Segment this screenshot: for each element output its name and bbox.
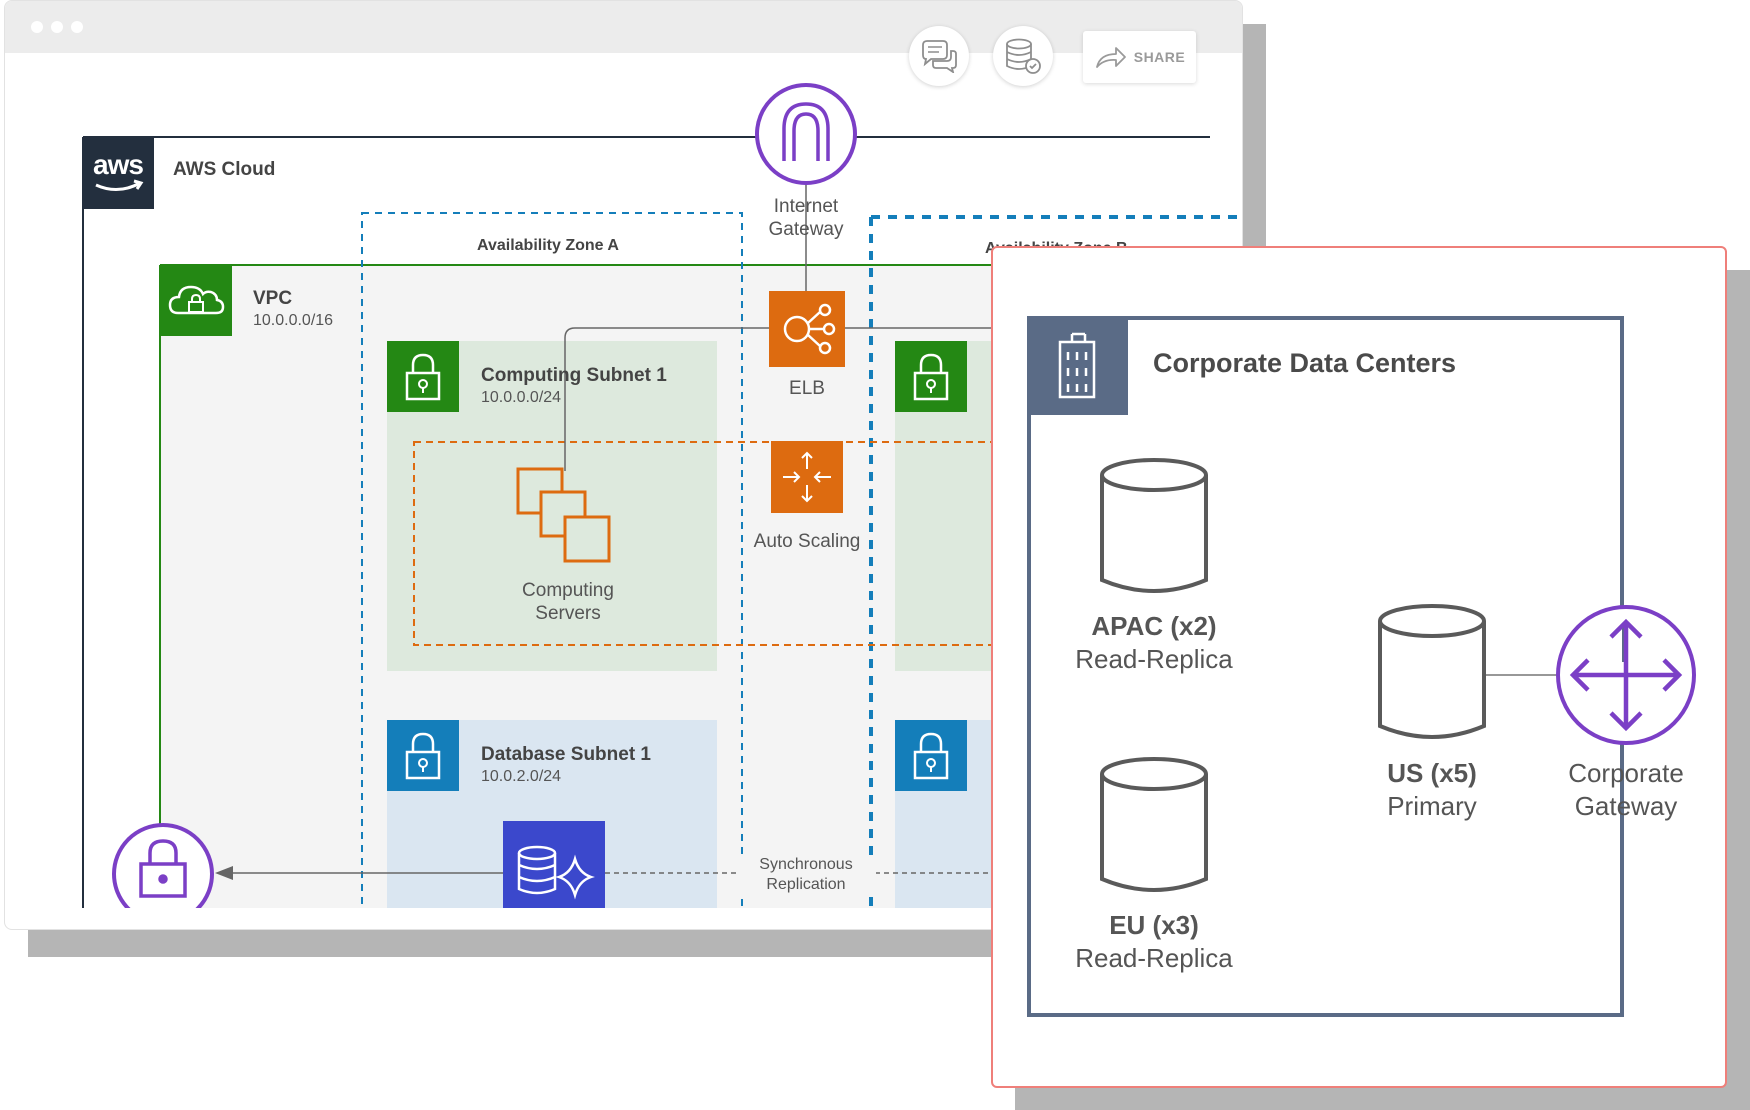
subnet-lock-icon: [913, 353, 949, 401]
subnet-lock-icon: [405, 353, 441, 401]
vpc-cidr: 10.0.0.0/16: [253, 312, 334, 329]
apac-role: Read-Replica: [1075, 644, 1233, 674]
vpc-label: VPC: [253, 288, 293, 309]
building-icon: [1058, 332, 1096, 399]
share-label: SHARE: [1133, 49, 1186, 65]
dc-diagram-svg: [1100, 458, 1696, 892]
internet-gateway-line1: Internet: [773, 196, 839, 217]
subnet-lock-icon: [913, 732, 949, 780]
us-label: US (x5) Primary: [1332, 757, 1532, 823]
computing-servers-label: Computing Servers: [488, 579, 648, 625]
us-name: US (x5): [1387, 758, 1477, 788]
aws-logo: aws: [82, 137, 154, 209]
internet-gateway-label: Internet Gateway: [736, 195, 876, 241]
eu-role: Read-Replica: [1075, 943, 1233, 973]
share-arrow-icon: [1095, 47, 1126, 68]
replication-line2: Replication: [766, 876, 846, 893]
aws-cloud-label: AWS Cloud: [173, 159, 276, 180]
comments-button[interactable]: [909, 26, 969, 86]
subnet-lock-icon: [405, 732, 441, 780]
data-sync-button[interactable]: [993, 26, 1053, 86]
aws-logo-text: aws: [93, 149, 144, 180]
eu-name: EU (x3): [1109, 910, 1199, 940]
corporate-gateway-line2: Gateway: [1574, 791, 1678, 821]
window-dot[interactable]: [71, 21, 83, 33]
computing-servers-line2: Servers: [535, 603, 601, 624]
apac-label: APAC (x2) Read-Replica: [1054, 610, 1254, 676]
elb-label: ELB: [789, 378, 825, 399]
chat-bubbles-icon: [922, 40, 957, 73]
vpc-cloud-icon: [168, 285, 225, 315]
apac-name: APAC (x2): [1091, 611, 1217, 641]
computing-servers-line1: Computing: [522, 580, 614, 601]
database-check-icon: [1006, 38, 1041, 74]
window-dot[interactable]: [31, 21, 43, 33]
dc-title: Corporate Data Centers: [1153, 348, 1457, 378]
computing-subnet-1-label: Computing Subnet 1: [481, 365, 667, 386]
replication-line1: Synchronous: [759, 856, 853, 873]
internet-gateway-line2: Gateway: [768, 219, 844, 240]
eu-label: EU (x3) Read-Replica: [1054, 909, 1254, 975]
corporate-gateway-line1: Corporate: [1568, 758, 1684, 788]
replication-label: Synchronous Replication: [736, 855, 876, 895]
database-subnet-1-cidr: 10.0.2.0/24: [481, 768, 562, 785]
computing-subnet-1-cidr: 10.0.0.0/24: [481, 389, 562, 406]
aws-smile-icon: [95, 179, 144, 191]
corporate-gateway-label: Corporate Gateway: [1526, 757, 1726, 823]
auto-scaling-label: Auto Scaling: [753, 531, 861, 552]
zone-a-label: Availability Zone A: [477, 237, 619, 254]
database-subnet-1-label: Database Subnet 1: [481, 744, 651, 765]
dc-header-tile: [1027, 316, 1128, 415]
window-dot[interactable]: [51, 21, 63, 33]
us-role: Primary: [1387, 791, 1477, 821]
share-button[interactable]: SHARE: [1083, 31, 1196, 83]
